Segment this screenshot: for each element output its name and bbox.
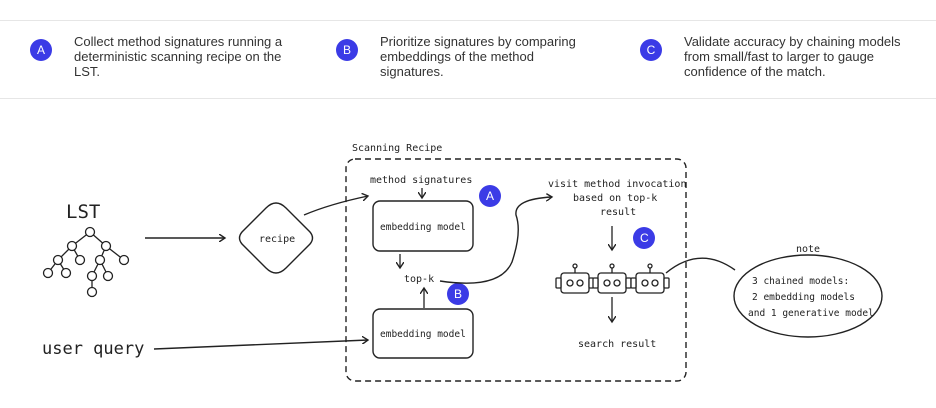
step-c-text: Validate accuracy by chaining models fro… xyxy=(684,34,901,79)
step-a-badge: A xyxy=(30,39,52,61)
badge-c-circle xyxy=(633,227,655,249)
step-a: A Collect method signatures running a de… xyxy=(30,34,304,79)
visit-line-3: result xyxy=(600,207,636,218)
header-divider xyxy=(0,98,936,99)
embedding-model-bottom-label: embedding model xyxy=(380,329,466,340)
step-a-text: Collect method signatures running a dete… xyxy=(74,34,283,79)
arrow-query-to-model xyxy=(153,340,368,350)
topk-label: top-k xyxy=(404,274,434,285)
step-b-badge: B xyxy=(336,39,358,61)
search-result-label: search result xyxy=(578,339,656,350)
scanning-recipe-label: Scanning Recipe xyxy=(352,143,442,154)
badge-c-label: C xyxy=(640,231,649,245)
step-c: C Validate accuracy by chaining models f… xyxy=(640,34,924,79)
recipe-diamond xyxy=(238,202,314,274)
badge-a-circle xyxy=(479,185,501,207)
visit-line-2: based on top-k xyxy=(573,193,657,204)
robot-icon xyxy=(555,263,595,294)
user-query-label: user query xyxy=(42,339,144,359)
arrow-recipe-to-scan xyxy=(303,196,368,216)
badge-b-label: B xyxy=(454,287,462,301)
embedding-model-bottom-box xyxy=(372,308,474,359)
robot-icon xyxy=(630,263,670,294)
method-signatures-label: method signatures xyxy=(370,175,472,186)
badge-b-circle xyxy=(447,283,469,305)
top-divider xyxy=(0,20,936,21)
arrow-topk-to-visit xyxy=(439,197,552,284)
note-connector xyxy=(665,257,736,274)
step-c-badge: C xyxy=(640,39,662,61)
robot-icon xyxy=(592,263,632,294)
scanning-recipe-box xyxy=(345,158,687,382)
embedding-model-top-label: embedding model xyxy=(380,222,466,233)
note-line-3: and 1 generative model xyxy=(748,308,874,319)
step-b: B Prioritize signatures by comparing emb… xyxy=(336,34,600,79)
embedding-model-top-box xyxy=(372,200,474,252)
note-line-1: 3 chained models: xyxy=(752,276,849,287)
note-label: note xyxy=(796,244,820,255)
badge-a-label: A xyxy=(486,189,494,203)
note-line-2: 2 embedding models xyxy=(752,292,855,303)
visit-line-1: visit method invocation xyxy=(548,179,686,190)
tree-icon xyxy=(42,226,130,298)
recipe-label: recipe xyxy=(259,234,295,245)
note-ellipse xyxy=(733,254,883,338)
lst-label: LST xyxy=(66,201,100,223)
step-b-text: Prioritize signatures by comparing embed… xyxy=(380,34,576,79)
